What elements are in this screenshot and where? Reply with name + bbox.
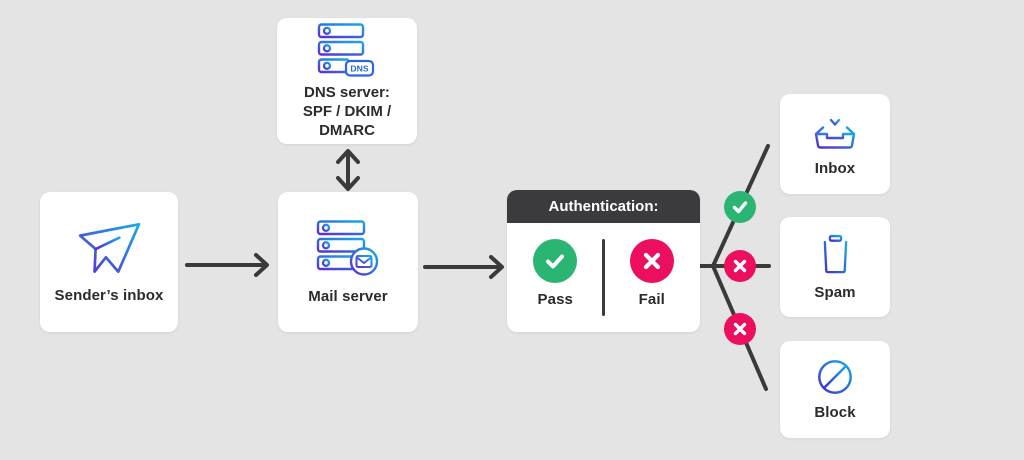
arrow-right-icon <box>185 253 269 277</box>
dns-label-line2: SPF / DKIM / <box>302 102 392 120</box>
mail-server-node: Mail server <box>278 192 418 332</box>
block-node: Block <box>780 341 890 438</box>
pass-label: Pass <box>537 291 573 308</box>
fail-x-badge-icon <box>724 313 756 345</box>
dns-server-label: DNS server: SPF / DKIM / DMARC <box>303 83 391 140</box>
spam-label: Spam <box>814 283 856 301</box>
prohibition-icon <box>818 360 852 394</box>
fail-x-badge-icon <box>724 250 756 282</box>
server-stack-dns-icon: DNS <box>317 22 375 77</box>
authentication-header: Authentication: <box>507 190 700 223</box>
fail-label: Fail <box>638 291 665 308</box>
pass-check-badge-icon <box>724 191 756 223</box>
sender-inbox-label: Sender’s inbox <box>54 286 164 304</box>
arrow-up-down-icon <box>336 149 360 191</box>
inbox-node: Inbox <box>780 94 890 194</box>
x-circle-icon <box>629 239 674 283</box>
fail-column: Fail <box>604 223 701 332</box>
trash-icon <box>819 234 851 273</box>
pass-column: Pass <box>507 223 604 332</box>
sender-inbox-node: Sender’s inbox <box>40 192 178 332</box>
inbox-tray-icon <box>814 112 856 149</box>
authentication-node: Authentication: Pass <box>507 190 700 332</box>
authentication-body: Pass Fail <box>507 223 700 332</box>
mail-server-label: Mail server <box>308 287 388 305</box>
block-label: Block <box>814 404 856 421</box>
dns-server-node: DNS DNS server: SPF / DKIM / DMARC <box>277 18 417 144</box>
dns-badge-text: DNS <box>350 63 368 73</box>
spam-node: Spam <box>780 217 890 317</box>
dns-label-line3: DMARC <box>319 121 375 139</box>
dns-label-line1: DNS server: <box>304 83 390 101</box>
check-circle-icon <box>533 239 578 283</box>
server-stack-mail-icon <box>316 219 379 276</box>
inbox-label: Inbox <box>814 159 856 177</box>
pass-fail-divider <box>602 239 605 316</box>
arrow-right-icon <box>423 255 504 279</box>
paper-plane-icon <box>78 222 141 273</box>
